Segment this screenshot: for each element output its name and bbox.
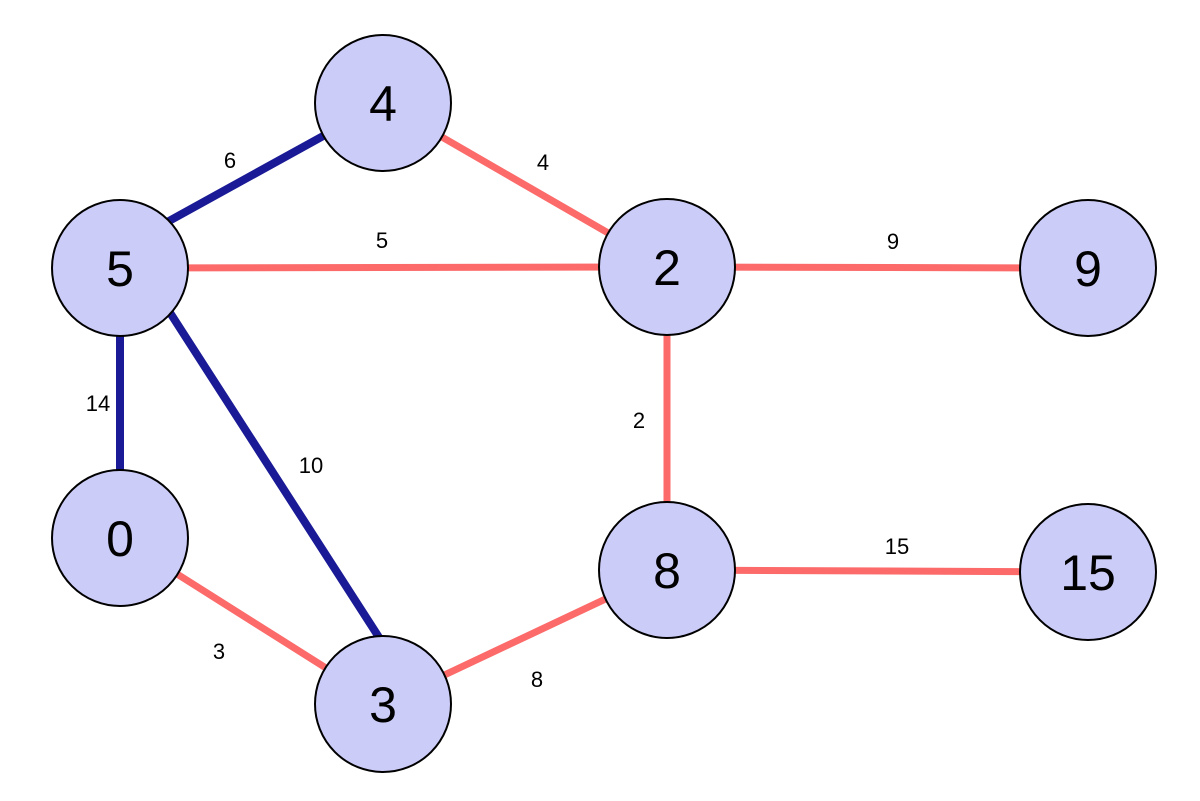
node-15: [1019, 503, 1157, 641]
edge-8-15: [663, 566, 1092, 576]
node-3-label: 3: [369, 677, 397, 733]
node-5: [51, 199, 189, 337]
node-8: [598, 501, 736, 639]
node-0-label: 0: [106, 511, 134, 567]
node-9: [1019, 199, 1157, 337]
node-15-label: 15: [1060, 545, 1116, 601]
edge-3-8-weight: 8: [531, 667, 543, 692]
edge-4-2-weight: 4: [537, 150, 549, 175]
node-4-label: 4: [369, 76, 397, 132]
node-8-label: 8: [653, 543, 681, 599]
node-0: [51, 469, 189, 607]
edge-2-8-weight: 2: [633, 408, 645, 433]
edge-5-0-weight: 14: [86, 391, 110, 416]
edge-5-2-weight: 5: [376, 228, 388, 253]
edge-2-9: [663, 263, 1092, 272]
node-2-label: 2: [653, 240, 681, 296]
edge-5-3-weight: 10: [299, 453, 323, 478]
edge-5-2: [116, 263, 671, 272]
edge-0-3-weight: 3: [213, 639, 225, 664]
edge-5-4-weight: 6: [224, 148, 236, 173]
edge-2-9-weight: 9: [887, 229, 899, 254]
edge-8-15-weight: 15: [885, 534, 909, 559]
node-5-label: 5: [106, 241, 134, 297]
node-4: [314, 34, 452, 172]
node-3: [314, 635, 452, 773]
node-2: [598, 198, 736, 336]
node-9-label: 9: [1074, 241, 1102, 297]
